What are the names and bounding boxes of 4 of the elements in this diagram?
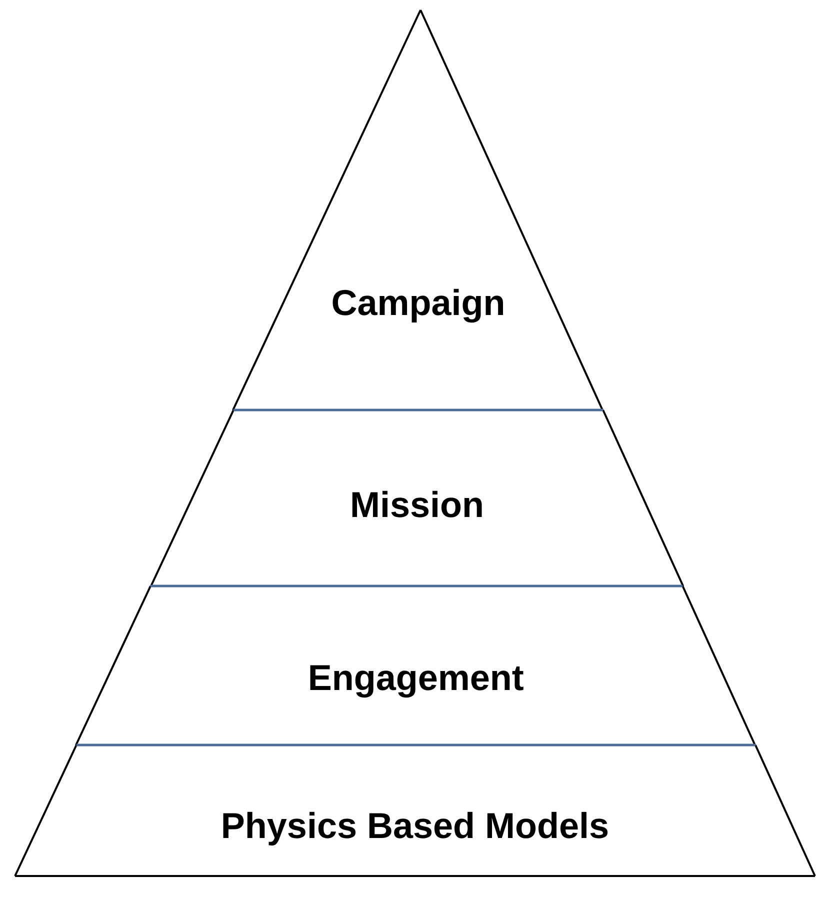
tier-label: Campaign	[330, 282, 506, 324]
tier-label: Mission	[348, 484, 485, 526]
tier-label: Physics Based Models	[220, 805, 610, 847]
tier-label: Engagement	[306, 657, 525, 699]
